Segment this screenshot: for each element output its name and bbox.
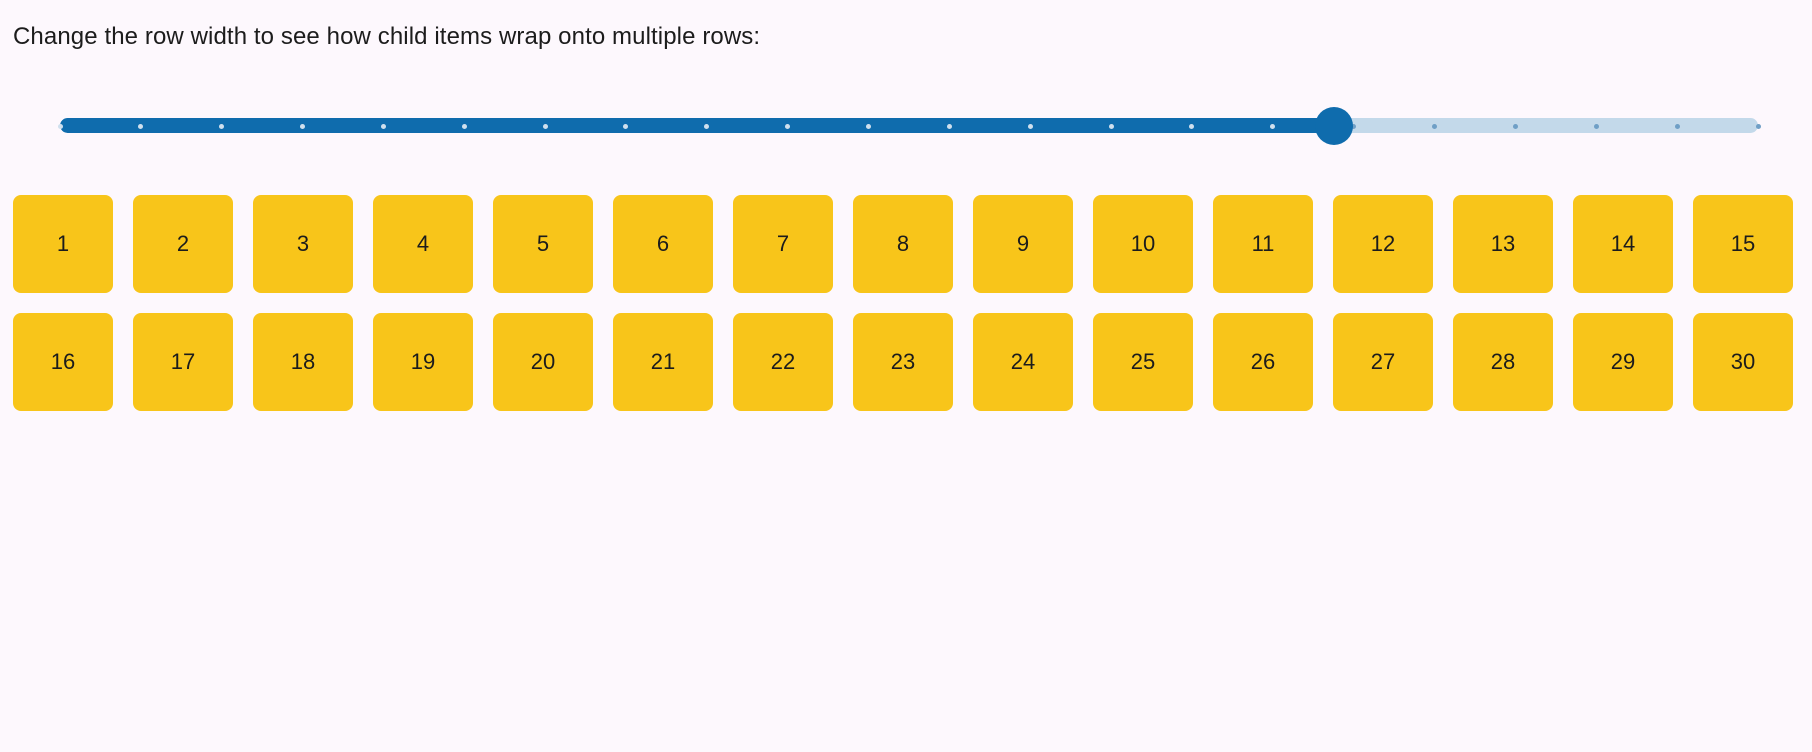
flex-item: 30	[1693, 313, 1793, 411]
row-width-slider[interactable]	[57, 106, 1761, 145]
flex-item: 5	[493, 195, 593, 293]
flex-item: 3	[253, 195, 353, 293]
flex-item: 9	[973, 195, 1073, 293]
flex-item: 23	[853, 313, 953, 411]
flex-item: 28	[1453, 313, 1553, 411]
flex-item: 20	[493, 313, 593, 411]
flex-item: 12	[1333, 195, 1433, 293]
flex-item: 18	[253, 313, 353, 411]
flex-item: 7	[733, 195, 833, 293]
flex-item: 8	[853, 195, 953, 293]
slider-thumb[interactable]	[1314, 106, 1353, 145]
flex-item: 15	[1693, 195, 1793, 293]
slider-container	[53, 96, 1765, 156]
flex-item: 24	[973, 313, 1073, 411]
flex-item: 17	[133, 313, 233, 411]
flex-item: 4	[373, 195, 473, 293]
flex-item: 19	[373, 313, 473, 411]
flex-item: 6	[613, 195, 713, 293]
flex-item: 11	[1213, 195, 1313, 293]
flex-item: 14	[1573, 195, 1673, 293]
page-instruction: Change the row width to see how child it…	[13, 23, 761, 50]
flex-item: 22	[733, 313, 833, 411]
flex-item: 13	[1453, 195, 1553, 293]
flex-item: 10	[1093, 195, 1193, 293]
flex-item: 27	[1333, 313, 1433, 411]
flex-item: 25	[1093, 313, 1193, 411]
flex-item: 21	[613, 313, 713, 411]
flex-item: 26	[1213, 313, 1313, 411]
slider-track[interactable]	[60, 118, 1758, 133]
flex-item: 1	[13, 195, 113, 293]
slider-track-fill	[60, 118, 1334, 133]
flex-item: 29	[1573, 313, 1673, 411]
flex-item: 16	[13, 313, 113, 411]
flex-item: 2	[133, 195, 233, 293]
